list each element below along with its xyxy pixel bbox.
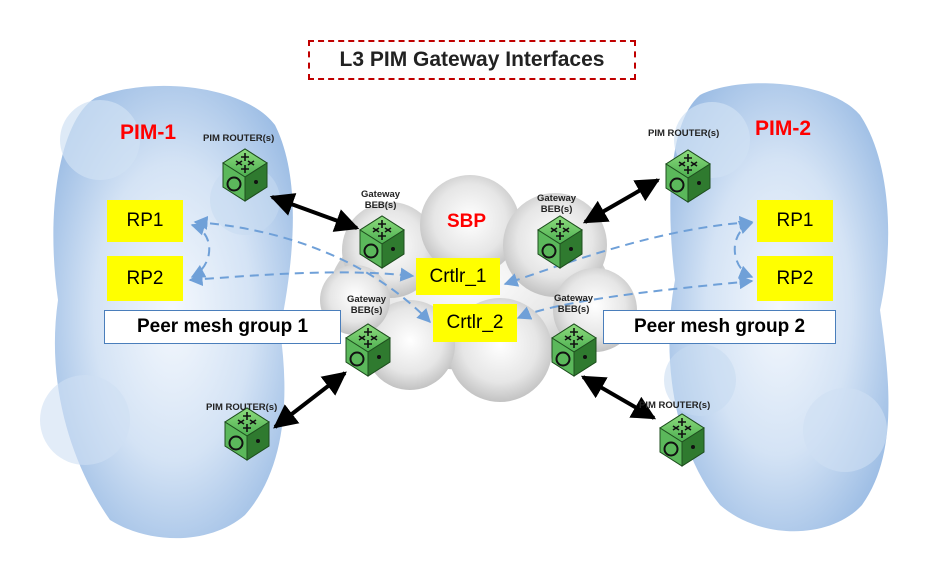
gateway-beb-label-bottom-left: Gateway BEB(s): [347, 294, 386, 316]
gateway-label-line1: Gateway: [347, 294, 387, 305]
pim-2-rp1-box: RP1: [757, 200, 833, 242]
dash-rp2-crtlr1: [188, 267, 415, 287]
pim-router-label-bottom-left: PIM ROUTER(s): [206, 402, 278, 413]
gateway-beb-label-top-right: Gateway BEB(s): [537, 193, 576, 215]
gateway-label-line1: Gateway: [361, 189, 401, 200]
link-pim2-bottom: [580, 375, 657, 420]
pim-1-rp2-box: RP2: [107, 256, 183, 301]
diagram-title: L3 PIM Gateway Interfaces: [308, 40, 636, 80]
pim-router-label-bottom-right: PIM ROUTER(s): [639, 400, 711, 411]
link-pim2-top: [582, 178, 661, 224]
dash-rp2-crtlr2: [516, 275, 754, 320]
gateway-beb-label-top-left: Gateway BEB(s): [361, 189, 400, 211]
pim-router-label-top-left: PIM ROUTER(s): [203, 133, 275, 144]
controller-2-box: Crtlr_2: [433, 304, 517, 342]
pim-1-label: PIM-1: [120, 121, 177, 144]
gateway-label-line2: BEB(s): [540, 204, 573, 215]
controller-1-box: Crtlr_1: [416, 258, 500, 295]
dash-rp1-crtlr2: [193, 215, 431, 324]
gateway-label-line2: BEB(s): [350, 305, 383, 316]
sbp-label: SBP: [447, 211, 487, 232]
pim-2-rp2-box: RP2: [757, 256, 833, 301]
link-pim1-bottom: [273, 371, 347, 429]
gateway-label-line1: Gateway: [554, 293, 594, 304]
mesh-links: [188, 215, 754, 324]
peer-mesh-group-1: Peer mesh group 1: [104, 310, 341, 344]
dash-rp1-crtlr1: [503, 215, 754, 287]
peer-mesh-group-2: Peer mesh group 2: [603, 310, 836, 344]
pim-2-label: PIM-2: [755, 117, 812, 140]
pim-2-cloud: [664, 83, 889, 532]
gateway-label-line1: Gateway: [537, 193, 577, 204]
gateway-label-line2: BEB(s): [557, 304, 590, 315]
pim-router-label-top-right: PIM ROUTER(s): [648, 128, 720, 139]
gateway-beb-label-bottom-right: Gateway BEB(s): [554, 293, 593, 315]
gateway-label-line2: BEB(s): [364, 200, 397, 211]
pim-1-rp1-box: RP1: [107, 200, 183, 242]
